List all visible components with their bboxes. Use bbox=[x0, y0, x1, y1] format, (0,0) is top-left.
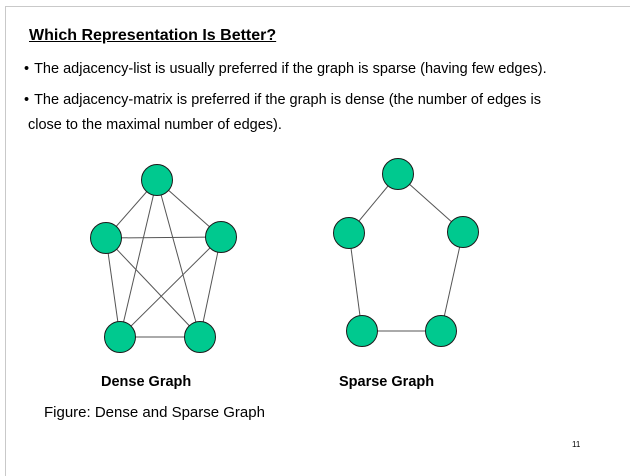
bullet-item: •The adjacency-matrix is preferred if th… bbox=[24, 88, 541, 112]
dense-graph-edge bbox=[119, 236, 222, 338]
slide-title: Which Representation Is Better? bbox=[29, 27, 277, 44]
sparse-graph-edge bbox=[440, 231, 464, 332]
dense-graph-node bbox=[184, 321, 216, 353]
bullet-continuation: close to the maximal number of edges). bbox=[28, 117, 282, 133]
dense-graph bbox=[90, 164, 237, 353]
figure-caption: Figure: Dense and Sparse Graph bbox=[44, 404, 265, 421]
sparse-graph-node bbox=[425, 315, 457, 347]
dense-graph-node bbox=[90, 222, 122, 254]
dense-graph-edge bbox=[105, 237, 201, 338]
dense-graph-edge bbox=[105, 237, 121, 338]
slide-frame bbox=[5, 6, 630, 476]
bullet-text: The adjacency-list is usually preferred … bbox=[34, 61, 547, 77]
sparse-graph-node bbox=[382, 158, 414, 190]
page-number: 11 bbox=[572, 440, 581, 449]
dense-graph-node bbox=[205, 221, 237, 253]
bullet-mark: • bbox=[24, 92, 30, 108]
sparse-graph-node bbox=[346, 315, 378, 347]
dense-graph-label: Dense Graph bbox=[101, 374, 192, 390]
sparse-graph bbox=[333, 158, 479, 347]
sparse-graph-label: Sparse Graph bbox=[339, 374, 435, 390]
dense-graph-edge bbox=[105, 236, 222, 239]
dense-graph-node bbox=[141, 164, 173, 196]
dense-graph-edge bbox=[156, 179, 201, 338]
bullet-text: The adjacency-matrix is preferred if the… bbox=[34, 92, 542, 108]
sparse-graph-node bbox=[333, 217, 365, 249]
dense-graph-node bbox=[104, 321, 136, 353]
dense-graph-edge bbox=[119, 179, 158, 338]
dense-graph-edge bbox=[199, 236, 222, 338]
sparse-graph-edge bbox=[348, 232, 363, 332]
bullet-mark: • bbox=[24, 61, 30, 77]
sparse-graph-node bbox=[447, 216, 479, 248]
bullet-item: •The adjacency-list is usually preferred… bbox=[24, 57, 547, 81]
